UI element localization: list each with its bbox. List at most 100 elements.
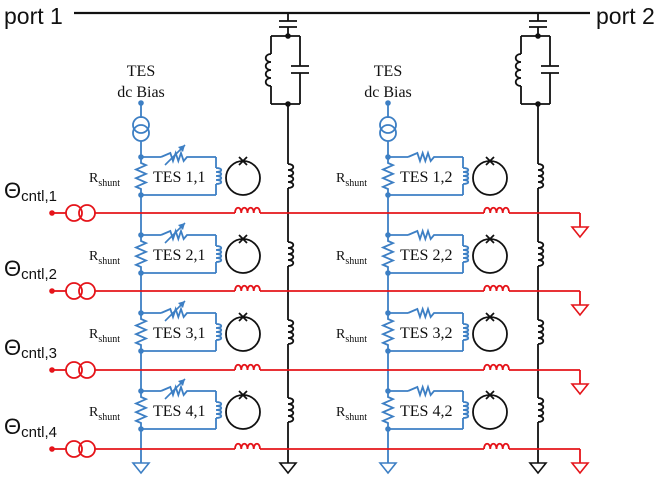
control-ground-icon (570, 226, 590, 239)
control-current-source-icon (65, 282, 96, 300)
flux-coupling-inductor (483, 363, 510, 371)
tes-label: TES 4,1 (153, 403, 205, 420)
tes-label: TES 2,1 (153, 247, 205, 264)
tes-cell-1-1 (133, 144, 261, 198)
tes-bias-label: TES (127, 63, 155, 80)
tes-column-2 (378, 100, 508, 475)
tes-bias-columns (131, 100, 508, 475)
flux-coupling-inductor (483, 206, 510, 214)
resonator-ground-icon (528, 462, 548, 475)
tes-column-1 (131, 100, 261, 475)
theta-control-label-2: Θcntl,2 (4, 256, 57, 283)
squid-input-inductor-row-4 (287, 397, 295, 423)
tes-resistor (160, 228, 216, 242)
port-2-label: port 2 (596, 3, 655, 29)
r-shunt-label: Rshunt (89, 405, 120, 423)
tes-label: TES 1,2 (400, 169, 452, 186)
tes-inductor (215, 167, 223, 185)
r-shunt-label: Rshunt (336, 405, 367, 423)
shunt-resistor (380, 391, 396, 429)
shunt-resistor (133, 157, 149, 195)
shunt-resistor (133, 313, 149, 351)
port-1-label: port 1 (4, 3, 63, 29)
tes-inductor (215, 323, 223, 341)
tes-cell-4-1 (133, 378, 261, 432)
tes-bias-label: dc Bias (117, 84, 165, 101)
tes-cell-1-2 (380, 150, 508, 198)
tank-inductor (264, 53, 272, 87)
tes-resistor (160, 384, 216, 398)
tes-resistor (407, 306, 463, 320)
tes-cell-2-2 (380, 228, 508, 276)
flux-coupling-inductor (234, 206, 261, 214)
tes-inductor (215, 401, 223, 419)
tes-bias-label: TES (374, 63, 402, 80)
flux-coupling-inductor (483, 442, 510, 450)
squid-ring-icon (472, 156, 508, 196)
tes-resistor (407, 228, 463, 242)
flux-coupling-inductor (483, 284, 510, 292)
tes-inductor (462, 245, 470, 263)
squid-input-inductor-row-1 (287, 163, 295, 189)
tes-label: TES 1,1 (153, 169, 205, 186)
tes-cell-3-1 (133, 300, 261, 354)
resonator-chain-col-2 (514, 13, 559, 475)
tes-label: TES 3,1 (153, 325, 205, 342)
squid-input-inductor-row-2 (287, 241, 295, 267)
tes-ground-icon (131, 462, 151, 475)
tes-label: TES 2,2 (400, 247, 452, 264)
shunt-resistor (380, 235, 396, 273)
shunt-resistor (133, 235, 149, 273)
control-line-1 (49, 204, 590, 239)
current-source-icon (379, 116, 397, 142)
tes-cell-3-2 (380, 306, 508, 354)
r-shunt-label: Rshunt (336, 249, 367, 267)
tes-inductor (462, 323, 470, 341)
control-lines (49, 204, 590, 475)
control-ground-icon (570, 304, 590, 317)
control-line-4 (49, 440, 590, 475)
squid-ring-icon (472, 234, 508, 274)
tes-inductor (462, 167, 470, 185)
tes-label: TES 3,2 (400, 325, 452, 342)
tes-resistor (160, 150, 216, 164)
tes-cell-2-1 (133, 222, 261, 276)
r-shunt-label: Rshunt (336, 327, 367, 345)
flux-coupling-inductor (234, 284, 261, 292)
tes-inductor (215, 245, 223, 263)
r-shunt-label: Rshunt (89, 327, 120, 345)
tes-cell-4-2 (380, 384, 508, 432)
resonator-chains (264, 13, 559, 475)
r-shunt-label: Rshunt (89, 249, 120, 267)
feedline: port 1 port 2 (4, 3, 655, 29)
squid-ring-icon (225, 390, 261, 430)
control-ground-icon (570, 462, 590, 475)
shunt-resistor (133, 391, 149, 429)
resonator-ground-icon (278, 462, 298, 475)
flux-coupling-inductor (234, 442, 261, 450)
control-line-2 (49, 282, 590, 317)
control-current-source-icon (65, 440, 96, 458)
squid-ring-icon (225, 312, 261, 352)
tes-bias-label: dc Bias (364, 84, 412, 101)
tes-resistor (160, 306, 216, 320)
flux-coupling-inductor (234, 363, 261, 371)
squid-input-inductor-row-3 (287, 319, 295, 345)
squid-input-inductor-row-4 (537, 397, 545, 423)
theta-control-label-1: Θcntl,1 (4, 178, 57, 205)
tes-resistor (407, 150, 463, 164)
squid-ring-icon (472, 390, 508, 430)
resonator-chain-col-1 (264, 13, 309, 475)
control-current-source-icon (65, 204, 96, 222)
shunt-resistor (380, 157, 396, 195)
r-shunt-label: Rshunt (89, 171, 120, 189)
control-ground-icon (570, 383, 590, 396)
tes-inductor (462, 401, 470, 419)
tes-ground-icon (378, 462, 398, 475)
theta-control-label-3: Θcntl,3 (4, 335, 57, 362)
squid-input-inductor-row-2 (537, 241, 545, 267)
squid-ring-icon (225, 156, 261, 196)
tank-inductor (514, 53, 522, 87)
